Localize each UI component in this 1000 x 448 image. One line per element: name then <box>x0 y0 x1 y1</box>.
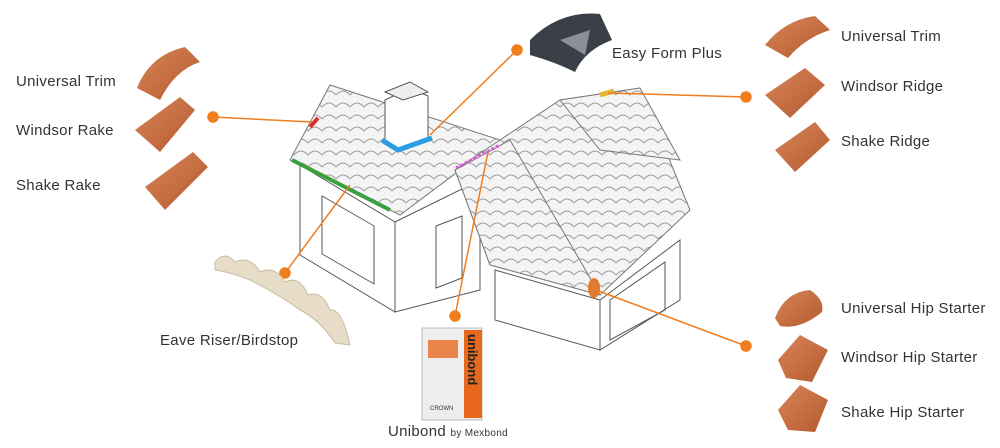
shake-hip-starter-image <box>778 385 828 432</box>
eave-marker <box>291 158 391 212</box>
label-shake-hip-starter: Shake Hip Starter <box>841 404 965 421</box>
label-windsor-hip-starter: Windsor Hip Starter <box>841 349 978 366</box>
label-unibond: Unibond by Mexbond <box>388 423 508 440</box>
unibond-name: Unibond <box>388 423 446 440</box>
windsor-rake-image <box>135 97 195 152</box>
unibond-bag-image: unibond CROWN <box>421 327 483 421</box>
label-easy-form-plus: Easy Form Plus <box>612 45 723 62</box>
windsor-hip-starter-image <box>778 335 828 382</box>
universal-trim-left-image <box>137 47 200 100</box>
bag-brand-text: unibond <box>465 334 480 385</box>
hip-starter-marker <box>588 278 600 298</box>
universal-trim-right-image <box>765 16 830 58</box>
chimney <box>380 81 433 153</box>
label-windsor-rake: Windsor Rake <box>16 122 114 139</box>
easy-form-plus-image <box>530 13 612 72</box>
label-windsor-ridge: Windsor Ridge <box>841 78 944 95</box>
label-universal-hip-starter: Universal Hip Starter <box>841 300 986 317</box>
flashing-marker <box>380 135 433 153</box>
universal-hip-starter-image <box>775 290 823 327</box>
label-eave-riser: Eave Riser/Birdstop <box>160 332 299 349</box>
bag-crown-text: CROWN <box>430 406 453 412</box>
ridge-marker <box>599 88 615 98</box>
label-shake-ridge: Shake Ridge <box>841 133 931 150</box>
unibond-by: by Mexbond <box>450 428 508 439</box>
shake-rake-image <box>145 152 208 210</box>
label-universal-trim-right: Universal Trim <box>841 28 942 45</box>
shake-ridge-image <box>775 122 830 172</box>
house <box>299 164 681 351</box>
label-shake-rake: Shake Rake <box>16 177 101 194</box>
eave-riser-image <box>214 255 351 346</box>
hip-marker <box>455 143 501 170</box>
rake-marker <box>308 116 320 129</box>
windsor-ridge-image <box>765 68 825 118</box>
label-universal-trim-left: Universal Trim <box>16 73 117 90</box>
callouts <box>207 44 752 352</box>
